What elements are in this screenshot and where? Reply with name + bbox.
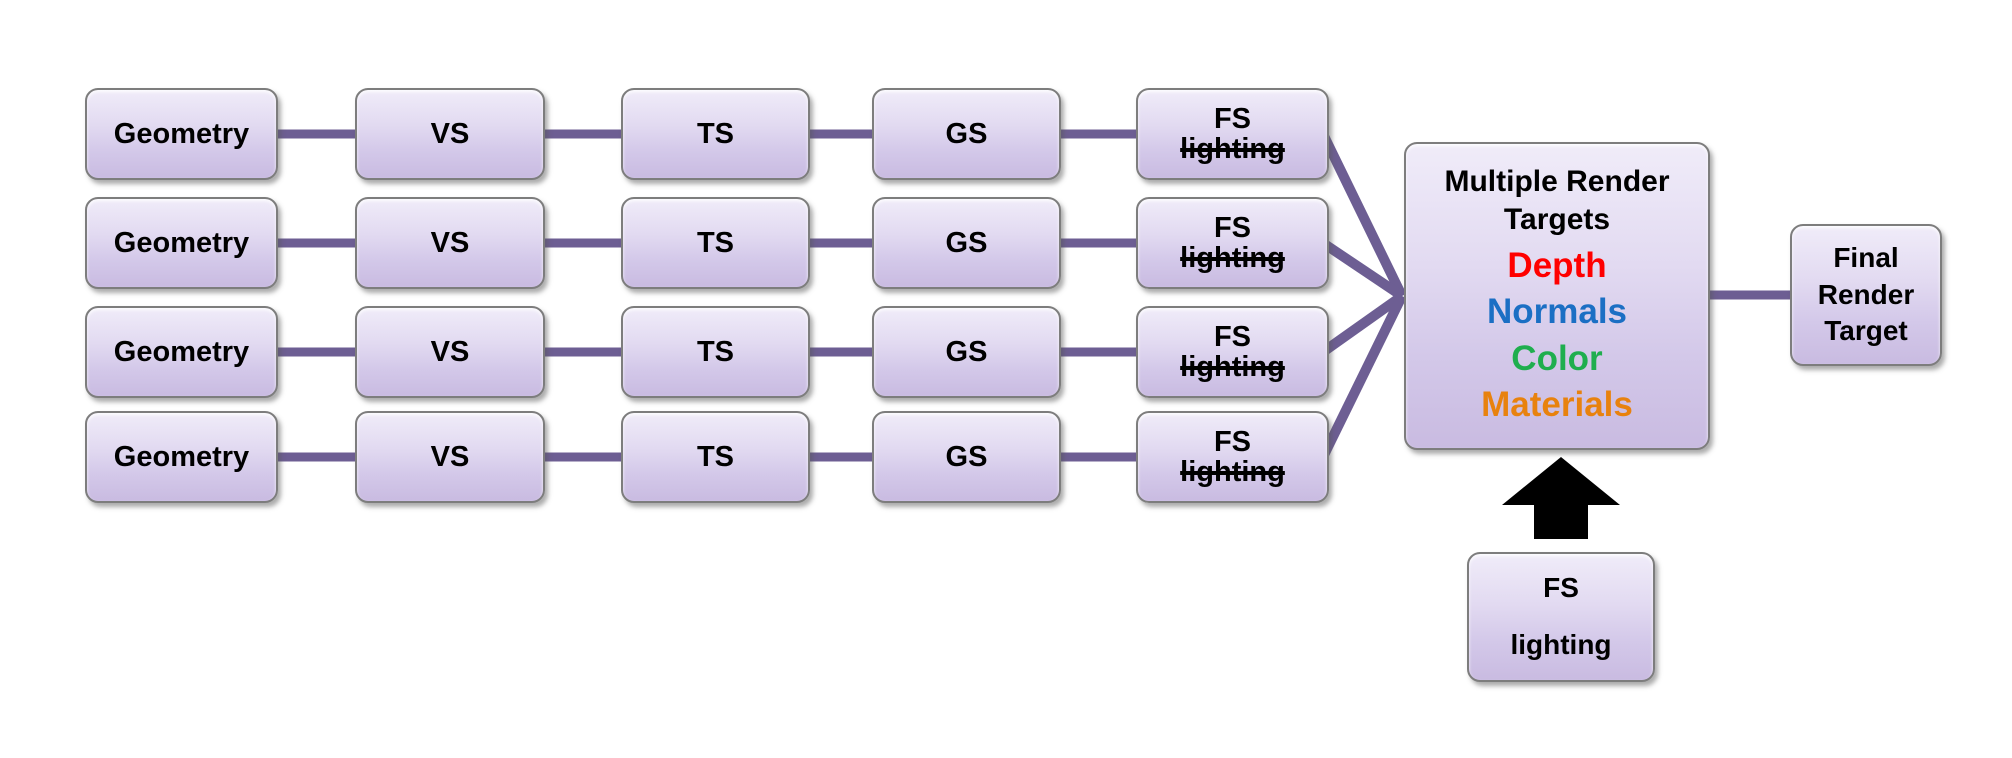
fs-lighting-line2: lighting — [1510, 629, 1612, 660]
stage-label: Geometry — [113, 440, 250, 473]
stage-box-row4-col2: VS — [355, 411, 545, 503]
mrt-item-normals: Normals — [1486, 292, 1628, 332]
mrt-item-depth: Depth — [1507, 245, 1607, 285]
stage-label: TS — [696, 335, 735, 368]
up-arrow — [1502, 457, 1620, 539]
stage-label: GS — [945, 335, 988, 368]
merge-connector-row4 — [1318, 293, 1407, 460]
stage-label: VS — [430, 226, 470, 259]
stage-box-row4-col3: TS — [621, 411, 810, 503]
stage-label: Geometry — [113, 335, 250, 368]
stage-label: GS — [945, 117, 988, 150]
stage-box-row4-col4: GS — [872, 411, 1061, 503]
stage-box-row2-col3: TS — [621, 197, 810, 289]
stage-label-strikethrough: lighting — [1180, 242, 1285, 274]
stage-label-strikethrough: lighting — [1180, 351, 1285, 383]
stage-box-row4-col1: Geometry — [85, 411, 278, 503]
stage-box-row1-col4: GS — [872, 88, 1061, 180]
stage-label: VS — [430, 117, 470, 150]
final-render-target-label: Final Render Target — [1817, 242, 1915, 347]
stage-box-row2-col2: VS — [355, 197, 545, 289]
stage-box-row2-col1: Geometry — [85, 197, 278, 289]
stage-label: GS — [945, 226, 988, 259]
stage-box-row3-col3: TS — [621, 306, 810, 398]
mrt-title: Multiple Render Targets — [1444, 165, 1670, 236]
stage-box-row3-col1: Geometry — [85, 306, 278, 398]
merge-connector-row2 — [1320, 238, 1405, 301]
stage-box-row3-col4: GS — [872, 306, 1061, 398]
mrt-item-color: Color — [1511, 338, 1603, 378]
stage-label-strikethrough: lighting — [1180, 456, 1285, 488]
stage-label: TS — [696, 117, 735, 150]
stage-label: Geometry — [113, 117, 250, 150]
final-render-target-box: Final Render Target — [1790, 224, 1942, 366]
stage-label: FS — [1213, 425, 1252, 458]
stage-label: Geometry — [113, 226, 250, 259]
stage-label: VS — [430, 440, 470, 473]
stage-box-row1-col1: Geometry — [85, 88, 278, 180]
stage-label: TS — [696, 226, 735, 259]
stage-box-row1-col3: TS — [621, 88, 810, 180]
fs-lighting-line1: FS — [1543, 572, 1579, 604]
stage-label: FS — [1213, 320, 1252, 353]
stage-label: VS — [430, 335, 470, 368]
stage-label: TS — [696, 440, 735, 473]
stage-label: FS — [1213, 211, 1252, 244]
stage-label-strikethrough: lighting — [1180, 133, 1285, 165]
merge-connector-row3 — [1320, 291, 1405, 357]
stage-box-row1-col2: VS — [355, 88, 545, 180]
stage-label: GS — [945, 440, 988, 473]
stage-box-row2-col4: GS — [872, 197, 1061, 289]
merge-connector-row1 — [1318, 131, 1407, 299]
fs-lighting-box: FS lighting — [1467, 552, 1655, 682]
stage-box-row3-col2: VS — [355, 306, 545, 398]
mrt-item-materials: Materials — [1481, 385, 1633, 425]
stage-label: FS — [1213, 102, 1252, 135]
